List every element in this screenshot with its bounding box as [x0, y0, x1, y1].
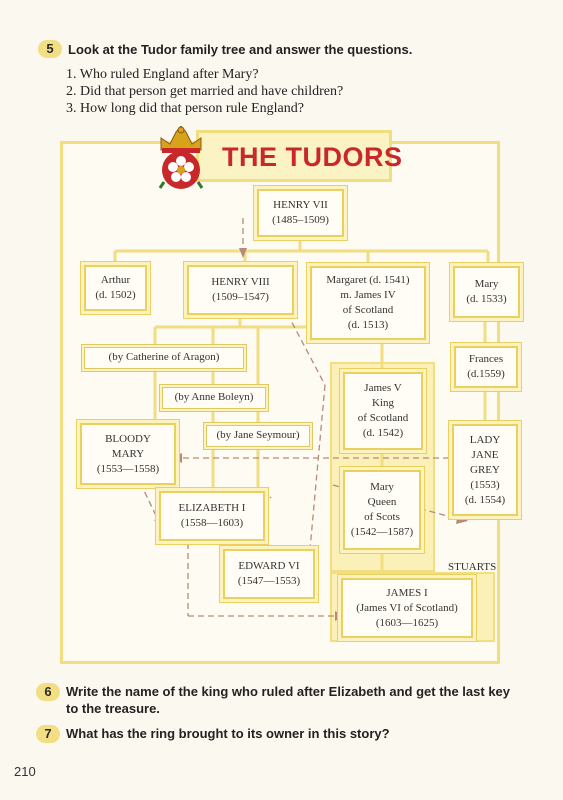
exercise-5-instruction: Look at the Tudor family tree and answer…: [68, 42, 413, 57]
person-margaret: Margaret (d. 1541) m. James IV of Scotla…: [310, 266, 426, 340]
person-henry-vii: HENRY VII (1485–1509): [257, 189, 344, 237]
mary-scots-line-2: Queen: [367, 496, 397, 508]
margaret-line-1: Margaret (d. 1541): [326, 274, 410, 286]
question-list: 1. Who ruled England after Mary? 2. Did …: [66, 66, 343, 117]
question-2: 2. Did that person get married and have …: [66, 84, 344, 99]
margaret-line-4: (d. 1513): [347, 319, 389, 331]
henry-viii-name: HENRY VIII: [211, 276, 270, 288]
henry-vii-name: HENRY VII: [273, 199, 328, 211]
arthur-dates: (d. 1502): [95, 289, 136, 301]
stuarts-label: STUARTS: [448, 561, 497, 573]
frances-name: Frances: [468, 353, 504, 365]
person-elizabeth-i: ELIZABETH I (1558—1603): [159, 491, 265, 541]
lady-jane-line-4: (1553): [470, 478, 500, 491]
person-mary-queen-of-scots: Mary Queen of Scots (1542—1587): [343, 470, 421, 550]
exercise-5-number: 5: [38, 40, 62, 58]
person-bloody-mary: BLOODY MARY (1553—1558): [80, 423, 176, 485]
arthur-name: Arthur: [100, 274, 131, 286]
frances-dates: (d.1559): [467, 368, 505, 380]
person-james-i: JAMES I (James VI of Scotland) (1603—162…: [341, 578, 473, 638]
james-v-line-4: (d. 1542): [362, 427, 404, 439]
lady-jane-line-5: (d. 1554): [464, 493, 506, 506]
exercise-7-text: What has the ring brought to its owner i…: [66, 726, 390, 741]
exercise-6-number: 6: [36, 683, 60, 701]
henry-viii-dates: (1509–1547): [212, 291, 269, 303]
exercise-6-text: Write the name of the king who ruled aft…: [66, 684, 511, 716]
james-i-sub: (James VI of Scotland): [356, 601, 458, 614]
edward-name: EDWARD VI: [238, 560, 300, 572]
person-frances: Frances (d.1559): [454, 346, 518, 388]
title-box: [196, 130, 392, 182]
henry-vii-dates: (1485–1509): [272, 214, 329, 226]
mary-sister-name: Mary: [474, 278, 499, 290]
elizabeth-dates: (1558—1603): [180, 517, 244, 529]
mary-scots-line-1: Mary: [370, 481, 394, 493]
margaret-line-2: m. James IV: [340, 289, 396, 301]
person-lady-jane-grey: LADY JANE GREY (1553) (d. 1554): [452, 424, 518, 516]
james-v-line-1: James V: [364, 382, 402, 394]
person-arthur: Arthur (d. 1502): [84, 265, 147, 311]
person-henry-viii: HENRY VIII (1509–1547): [187, 265, 294, 315]
spouse-anne-boleyn: (by Anne Boleyn): [162, 387, 266, 409]
spouse-catherine-of-aragon: (by Catherine of Aragon): [84, 347, 244, 369]
james-i-name: JAMES I: [386, 586, 428, 599]
lady-jane-line-1: LADY: [469, 433, 501, 446]
james-i-dates: (1603—1625): [375, 616, 439, 629]
tree-title: THE TUDORS: [222, 142, 403, 172]
bloody-mary-line-1: BLOODY: [105, 432, 151, 445]
question-3: 3. How long did that person rule England…: [66, 101, 304, 116]
bloody-mary-line-2: MARY: [111, 447, 145, 460]
person-james-v: James V King of Scotland (d. 1542): [343, 372, 423, 450]
page-number: 210: [14, 764, 36, 779]
tudor-rose-crown-icon: [158, 126, 204, 189]
mary-scots-line-3: of Scots: [364, 511, 400, 523]
mary-sister-dates: (d. 1533): [466, 293, 507, 305]
person-mary-tudor-sister: Mary (d. 1533): [453, 266, 520, 318]
spouse-jane-seymour: (by Jane Seymour): [206, 425, 310, 447]
elizabeth-name: ELIZABETH I: [178, 502, 246, 514]
james-v-line-3: of Scotland: [357, 412, 409, 424]
lady-jane-line-3: GREY: [470, 463, 500, 476]
mary-scots-line-4: (1542—1587): [350, 526, 414, 538]
bloody-mary-line-3: (1553—1558): [96, 462, 160, 475]
james-v-line-2: King: [372, 397, 394, 409]
margaret-line-3: of Scotland: [342, 304, 394, 316]
question-1: 1. Who ruled England after Mary?: [66, 67, 259, 82]
lady-jane-line-2: JANE: [471, 448, 499, 461]
edward-dates: (1547—1553): [237, 575, 301, 587]
person-edward-vi: EDWARD VI (1547—1553): [223, 549, 315, 599]
exercise-7-number: 7: [36, 725, 60, 743]
